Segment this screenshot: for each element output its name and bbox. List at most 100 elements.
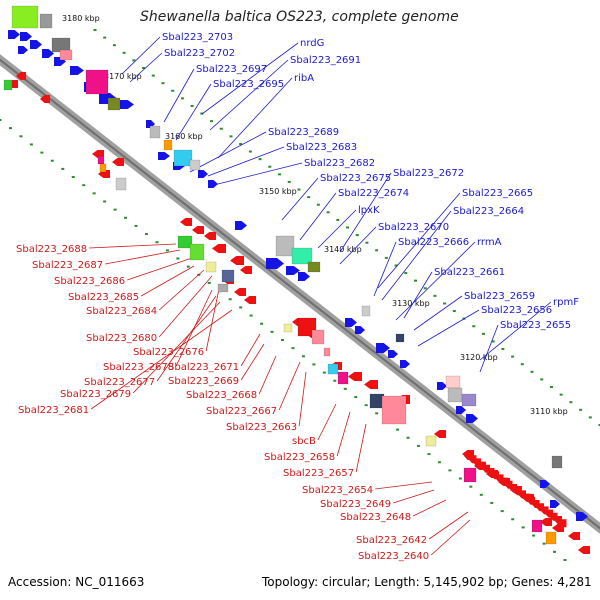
forward-gene-label: Sbal223_2670 [378, 222, 449, 233]
tick-label: 3140 kbp [324, 245, 362, 254]
leader-line [132, 301, 221, 394]
forward-gene-arrow [376, 343, 390, 353]
tick-dot [307, 196, 311, 199]
tick-dot [50, 159, 54, 162]
tick-dot [8, 127, 12, 130]
tick-dot [491, 340, 495, 343]
tick-dot [239, 142, 243, 145]
reverse-gene-arrow [558, 519, 567, 528]
gene-labels: Sbal223_2703Sbal223_2702nrdGSbal223_2697… [16, 32, 579, 562]
reverse-gene-arrow [540, 518, 552, 526]
tick-dot [312, 363, 316, 366]
tick-dot [219, 127, 223, 130]
leader-line [373, 241, 397, 297]
leader-line [428, 511, 469, 540]
gene-feature-box [85, 69, 109, 95]
gene-feature-box [447, 387, 463, 403]
gene-feature-box [177, 235, 193, 249]
tick-dot [134, 224, 138, 227]
forward-gene-label: Sbal223_2655 [500, 320, 571, 331]
reverse-gene-arrow [112, 158, 124, 166]
gene-feature-box [217, 283, 229, 293]
forward-gene-arrow [42, 49, 54, 58]
tick-dot [500, 510, 504, 513]
gene-feature-box [323, 347, 331, 357]
forward-gene-label: Sbal223_2656 [481, 305, 552, 316]
tick-dot [322, 371, 326, 374]
gene-feature-box [395, 333, 405, 343]
forward-gene-label: nrdG [300, 38, 324, 49]
gene-feature-box [381, 395, 407, 425]
tick-dot [258, 158, 262, 161]
gene-feature-box [189, 159, 201, 171]
tick-dot [375, 412, 379, 415]
reverse-gene-arrow [240, 266, 252, 274]
gene-feature-box [531, 519, 543, 533]
leader-line [129, 52, 163, 83]
tick-dot [563, 559, 567, 561]
gene-feature-box [291, 247, 313, 265]
forward-gene-label: lpxK [358, 205, 380, 216]
forward-gene-arrow [400, 360, 410, 368]
tick-dot [448, 469, 452, 472]
forward-gene-arrow [345, 318, 357, 327]
leader-line [377, 192, 461, 289]
leader-line [339, 226, 377, 265]
tick-dot [521, 526, 525, 529]
tick-dot [326, 211, 330, 214]
leader-line [201, 42, 299, 115]
gene-feature-box [97, 155, 105, 165]
reverse-gene-label: Sbal223_2680 [86, 333, 157, 344]
gene-feature-box [99, 163, 107, 173]
tick-dot [124, 216, 128, 219]
gene-feature-box [107, 97, 121, 111]
tick-dot [297, 188, 301, 191]
tick-dot [458, 477, 462, 480]
tick-dot [165, 249, 169, 252]
tick-dot [92, 192, 96, 195]
gene-feature-box [59, 49, 73, 61]
leader-line [207, 146, 285, 177]
tick-dot [423, 287, 427, 290]
tick-dot [61, 167, 65, 170]
tick-dot [103, 200, 107, 203]
tick-dot [406, 436, 410, 439]
forward-gene-label: rpmF [553, 297, 579, 308]
tick-dot [481, 332, 485, 335]
accession-label: Accession: NC_011663 [8, 575, 145, 589]
leader-line [413, 295, 463, 331]
tick-label: 3120 kbp [460, 353, 498, 362]
reverse-gene-label: Sbal223_2685 [68, 292, 139, 303]
leader-line [430, 519, 471, 556]
leader-line [209, 162, 303, 187]
genome-summary: Topology: circular; Length: 5,145,902 bp… [262, 575, 592, 589]
leader-line [158, 269, 205, 311]
tick-dot [472, 325, 476, 328]
forward-gene-label: Sbal223_2682 [304, 158, 375, 169]
forward-gene-arrow [198, 170, 208, 178]
reverse-gene-label: Sbal223_2669 [168, 376, 239, 387]
tick-dot [151, 74, 155, 77]
tick-dot [132, 59, 136, 62]
tick-dot [239, 306, 243, 309]
reverse-gene-label: Sbal223_2648 [340, 512, 411, 523]
tick-dot [281, 339, 284, 341]
reverse-gene-arrow [16, 72, 26, 80]
forward-gene-label: Sbal223_2691 [290, 55, 361, 66]
reverse-gene-arrow [348, 372, 362, 381]
tick-dot [260, 322, 264, 325]
leader-line [299, 192, 337, 241]
tick-label: 3150 kbp [259, 187, 297, 196]
tick-dot [93, 29, 97, 31]
leader-line [403, 271, 433, 319]
reverse-gene-label: Sbal223_2678 [103, 362, 174, 373]
reverse-gene-label: Sbal223_2649 [320, 499, 391, 510]
tick-dot [569, 401, 573, 404]
tick-dot [176, 257, 180, 260]
tick-dot [291, 347, 295, 350]
reverse-gene-arrow [204, 232, 216, 240]
forward-gene-label: Sbal223_2659 [464, 291, 535, 302]
tick-dot [333, 379, 337, 382]
reverse-gene-label: Sbal223_2688 [16, 244, 87, 255]
